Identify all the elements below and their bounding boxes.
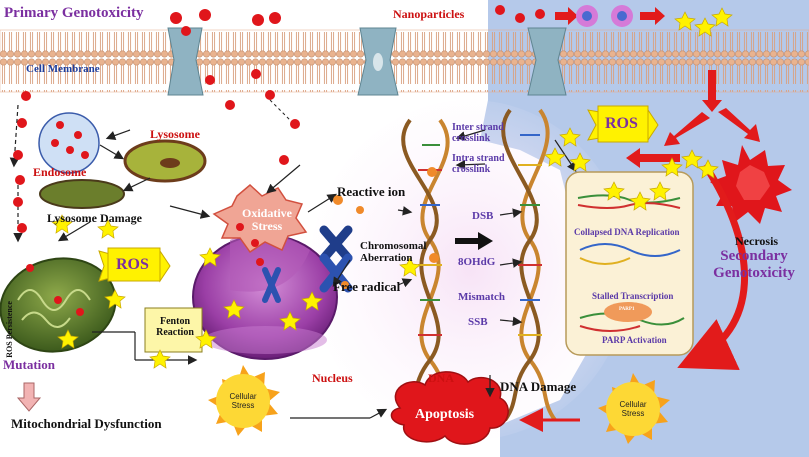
dna-helix-right (501, 108, 557, 422)
oxidative-stress-label: Oxidative Stress (242, 206, 292, 234)
chromosomal-aberration-label: Chromosomal Aberration (360, 240, 427, 265)
ros-flag-right (587, 105, 659, 143)
title-primary-genotoxicity: Primary Genotoxicity (4, 5, 144, 21)
nanoparticles (13, 5, 545, 316)
endosome-label: Endosome (33, 165, 87, 179)
mutation-arrow (16, 382, 42, 412)
dna-damage-label: DNA Damage (500, 379, 577, 394)
nucleus-label: Nucleus (312, 371, 353, 385)
lysosome-damage-label: Lysosome Damage (47, 211, 142, 225)
lesion-mismatch: Mismatch (458, 291, 506, 303)
endosome (38, 112, 100, 174)
title-secondary-genotoxicity: Secondary Genotoxicity (713, 248, 795, 281)
red-arrows (555, 7, 760, 168)
secondary-curve-arrow (677, 163, 749, 370)
np-bubbles (576, 5, 633, 27)
ros-left-label: ROS (116, 256, 149, 273)
free-radical-label: Free radical (333, 279, 401, 294)
chromosome-small-icon (262, 267, 281, 303)
lesion-inter-strand: Inter strand crosslink (452, 122, 504, 144)
repair-stalled-transcription: Stalled Transcription (592, 291, 674, 301)
reactive-ion-label: Reactive ion (337, 184, 406, 199)
chromosome-icon (319, 225, 353, 293)
dna-rungs (418, 134, 542, 336)
apoptosis-label: Apoptosis (415, 407, 475, 422)
parp-enzyme-label: PARP1 (619, 307, 635, 312)
lesion-8ohdg: 8OHdG (458, 256, 496, 268)
ros-right-label: ROS (605, 115, 638, 132)
repair-panel (565, 171, 694, 356)
necrosis-label: Necrosis (735, 234, 779, 248)
dna-backdrop (310, 100, 630, 440)
mutation-label: Mutation (3, 357, 55, 372)
fenton-reaction-label: Fenton Reaction (156, 316, 194, 338)
cellular-stress-sun-left (208, 365, 280, 436)
orange-ions (333, 167, 439, 289)
lesion-intra-strand: Intra strand crosslink (452, 153, 505, 175)
cell-membrane (0, 30, 809, 92)
parp-enzyme (604, 302, 652, 322)
nanoparticles-label: Nanoparticles (393, 7, 465, 21)
dna-label: DNA (428, 371, 454, 385)
ros-persistence-label: ROS Persistence (4, 301, 14, 358)
black-arrows (9, 104, 577, 419)
lesion-dsb: DSB (472, 210, 494, 222)
ros-flag-left (98, 247, 171, 283)
apoptosis-cloud (390, 371, 509, 445)
mito-cristae (17, 289, 91, 311)
cellular-stress-sun-right (598, 373, 670, 444)
channel-pore (373, 53, 383, 71)
cell-membrane-label: Cell Membrane (26, 63, 100, 75)
lysosome-label: Lysosome (150, 127, 201, 141)
ros-stars (51, 7, 733, 369)
repair-parp-activation: PARP Activation (602, 335, 667, 345)
membrane-channel (167, 27, 567, 96)
lesion-ssb: SSB (468, 316, 488, 328)
damaged-lysosome (39, 179, 125, 209)
cellular-stress-right-label: Cellular Stress (619, 400, 647, 418)
fenton-box (144, 307, 203, 353)
mitochondrial-dysfunction-label: Mitochondrial Dysfunction (11, 416, 162, 431)
cellular-stress-left-label: Cellular Stress (229, 392, 257, 410)
dna-damage-arrow (455, 232, 493, 250)
repair-collapsed-replication: Collapsed DNA Replication (574, 227, 680, 237)
repair-strands (577, 194, 685, 332)
